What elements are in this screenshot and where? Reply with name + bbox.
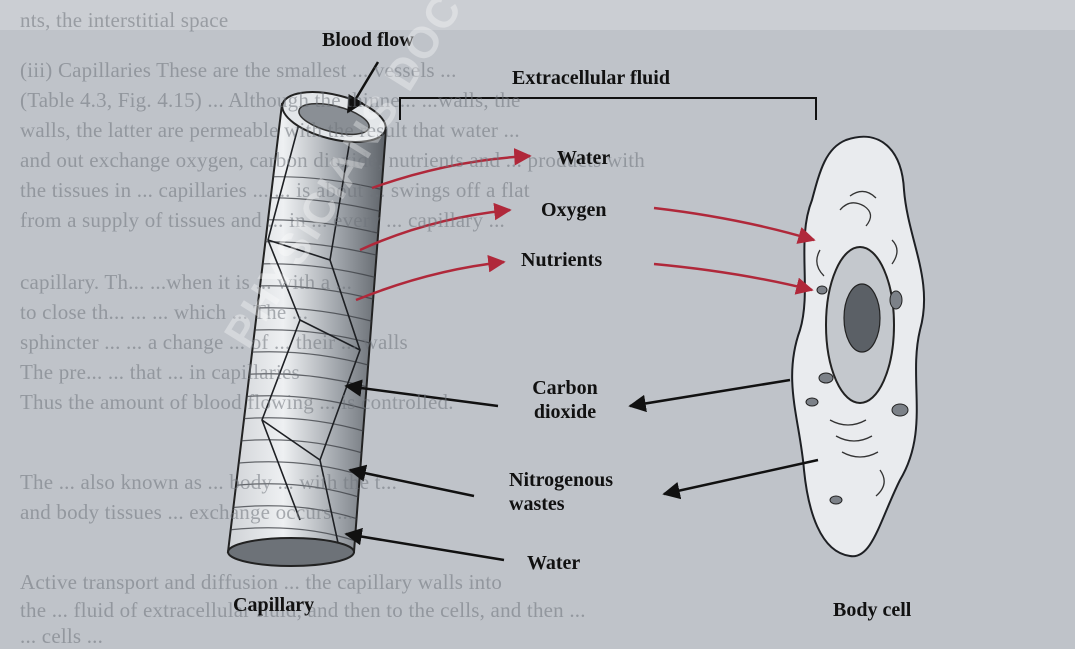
carbon-dioxide-line-2: dioxide — [534, 401, 596, 423]
bg-line: Active transport and diffusion ... the c… — [20, 570, 502, 595]
bg-line: and body tissues ... exchange occurs ... — [20, 500, 353, 525]
bg-line: Thus the amount of blood flowing ... is … — [20, 390, 454, 415]
bg-line: The pre... ... that ... in capillaries — [20, 360, 300, 385]
bg-line: from a supply of tissues and ... in ... … — [20, 208, 505, 233]
oxygen-label: Oxygen — [541, 198, 607, 222]
carbon-dioxide-line-1: Carbon — [532, 377, 598, 399]
bg-line: The ... also known as ... body ... with … — [20, 470, 397, 495]
nitrogenous-wastes-label: Nitrogenous wastes — [509, 468, 613, 516]
capillary-label: Capillary — [233, 593, 314, 617]
extracellular-fluid-label: Extracellular fluid — [512, 66, 670, 90]
body-cell-label: Body cell — [833, 598, 911, 622]
nitrogenous-line-2: wastes — [509, 493, 565, 515]
water-in-label: Water — [527, 551, 580, 575]
nitrogenous-line-1: Nitrogenous — [509, 469, 613, 491]
carbon-dioxide-label: Carbon dioxide — [520, 376, 610, 424]
bg-line: ... cells ... — [20, 624, 103, 649]
bg-line: nts, the interstitial space — [20, 8, 228, 33]
bg-line: sphincter ... ... a change ... of ... th… — [20, 330, 408, 355]
water-out-label: Water — [557, 146, 610, 170]
nutrients-label: Nutrients — [521, 248, 602, 272]
bg-line: the tissues in ... capillaries ... ... i… — [20, 178, 530, 203]
bg-line: (Table 4.3, Fig. 4.15) ... Although the … — [20, 88, 521, 113]
bg-line: walls, the latter are permeable with the… — [20, 118, 520, 143]
